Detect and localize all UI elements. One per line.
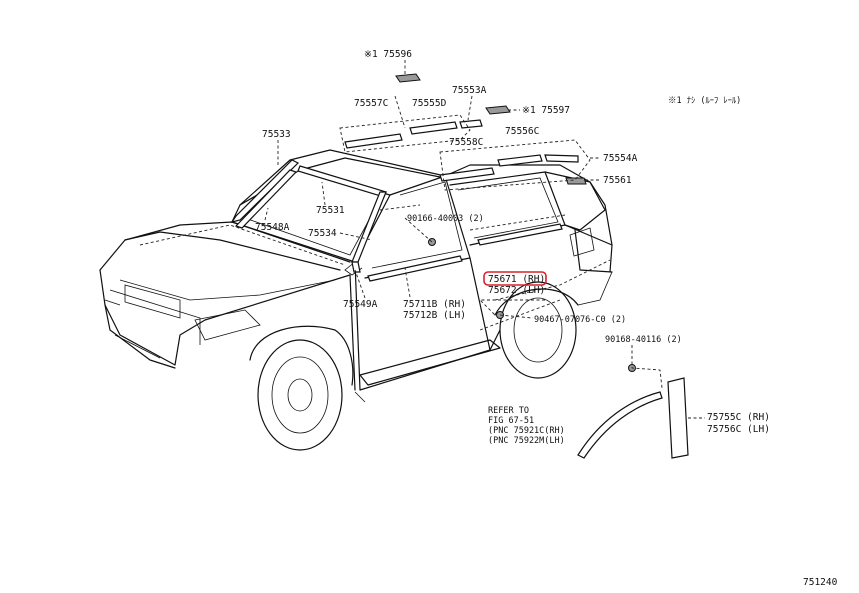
part-75558C[interactable]	[439, 167, 495, 182]
label-90166[interactable]: 90166-40003 (2)	[407, 214, 484, 224]
label-90467[interactable]: 90467-07076-C0 (2)	[534, 315, 626, 325]
part-labels: ※1 75596 75553A 75557C 75555D ※1 75597 ※…	[255, 49, 838, 588]
part-75553A[interactable]	[459, 119, 483, 129]
label-75553A[interactable]: 75553A	[452, 85, 487, 96]
part-75755C[interactable]	[667, 377, 689, 459]
part-75549A[interactable]	[351, 261, 361, 273]
label-90168[interactable]: 90168-40116 (2)	[605, 335, 682, 345]
label-75557C[interactable]: 75557C	[354, 98, 388, 109]
moulding-parts	[230, 73, 689, 459]
part-75561[interactable]	[565, 177, 587, 185]
part-75671-strip[interactable]	[477, 223, 563, 246]
part-75555D[interactable]	[409, 121, 458, 135]
label-75548A[interactable]: 75548A	[255, 222, 290, 233]
leader-lines	[264, 60, 705, 419]
label-75712B[interactable]: 75712B (LH)	[403, 310, 466, 321]
refer-line-1: REFER TO	[488, 406, 529, 416]
label-75533[interactable]: 75533	[262, 129, 291, 140]
part-75531-strip[interactable]	[297, 165, 387, 198]
figure-number: 751240	[803, 577, 838, 588]
refer-line-3: (PNC 75921C(RH)	[488, 426, 565, 436]
part-75554A[interactable]	[544, 154, 579, 163]
label-75561[interactable]: 75561	[603, 175, 632, 186]
label-75549A[interactable]: 75549A	[343, 299, 378, 310]
part-75921C[interactable]	[577, 391, 663, 459]
label-75597[interactable]: ※1 75597	[522, 105, 570, 116]
label-75755C[interactable]: 75755C (RH)	[707, 412, 770, 423]
label-75711B[interactable]: 75711B (RH)	[403, 299, 466, 310]
label-75756C[interactable]: 75756C (LH)	[707, 424, 770, 435]
clip-90166[interactable]	[428, 238, 436, 246]
label-75531[interactable]: 75531	[316, 205, 345, 216]
highlight-75671	[483, 271, 547, 286]
label-75554A[interactable]: 75554A	[603, 153, 638, 164]
refer-line-2: FIG 67-51	[488, 416, 534, 426]
part-75711B-strip[interactable]	[367, 255, 463, 282]
label-75556C[interactable]: 75556C	[505, 126, 539, 137]
label-75672[interactable]: 75672 (LH)	[488, 285, 545, 296]
label-75596[interactable]: ※1 75596	[364, 49, 412, 60]
part-75534-strip[interactable]	[351, 191, 387, 263]
note-text: ※1 ﾅｼ (ﾙｰﾌ ﾚｰﾙ)	[668, 96, 741, 106]
refer-line-4: (PNC 75922M(LH)	[488, 436, 565, 446]
part-75596[interactable]	[395, 73, 421, 83]
part-75557C[interactable]	[344, 133, 403, 149]
label-75555D[interactable]: 75555D	[412, 98, 447, 109]
part-75597[interactable]	[485, 105, 511, 115]
part-75533-strip[interactable]	[230, 159, 300, 223]
part-75556C[interactable]	[497, 154, 543, 167]
label-75558C[interactable]: 75558C	[449, 137, 483, 148]
part-75548A-strip[interactable]	[234, 169, 298, 229]
label-75534[interactable]: 75534	[308, 228, 337, 239]
label-75671[interactable]: 75671 (RH)	[488, 274, 545, 285]
